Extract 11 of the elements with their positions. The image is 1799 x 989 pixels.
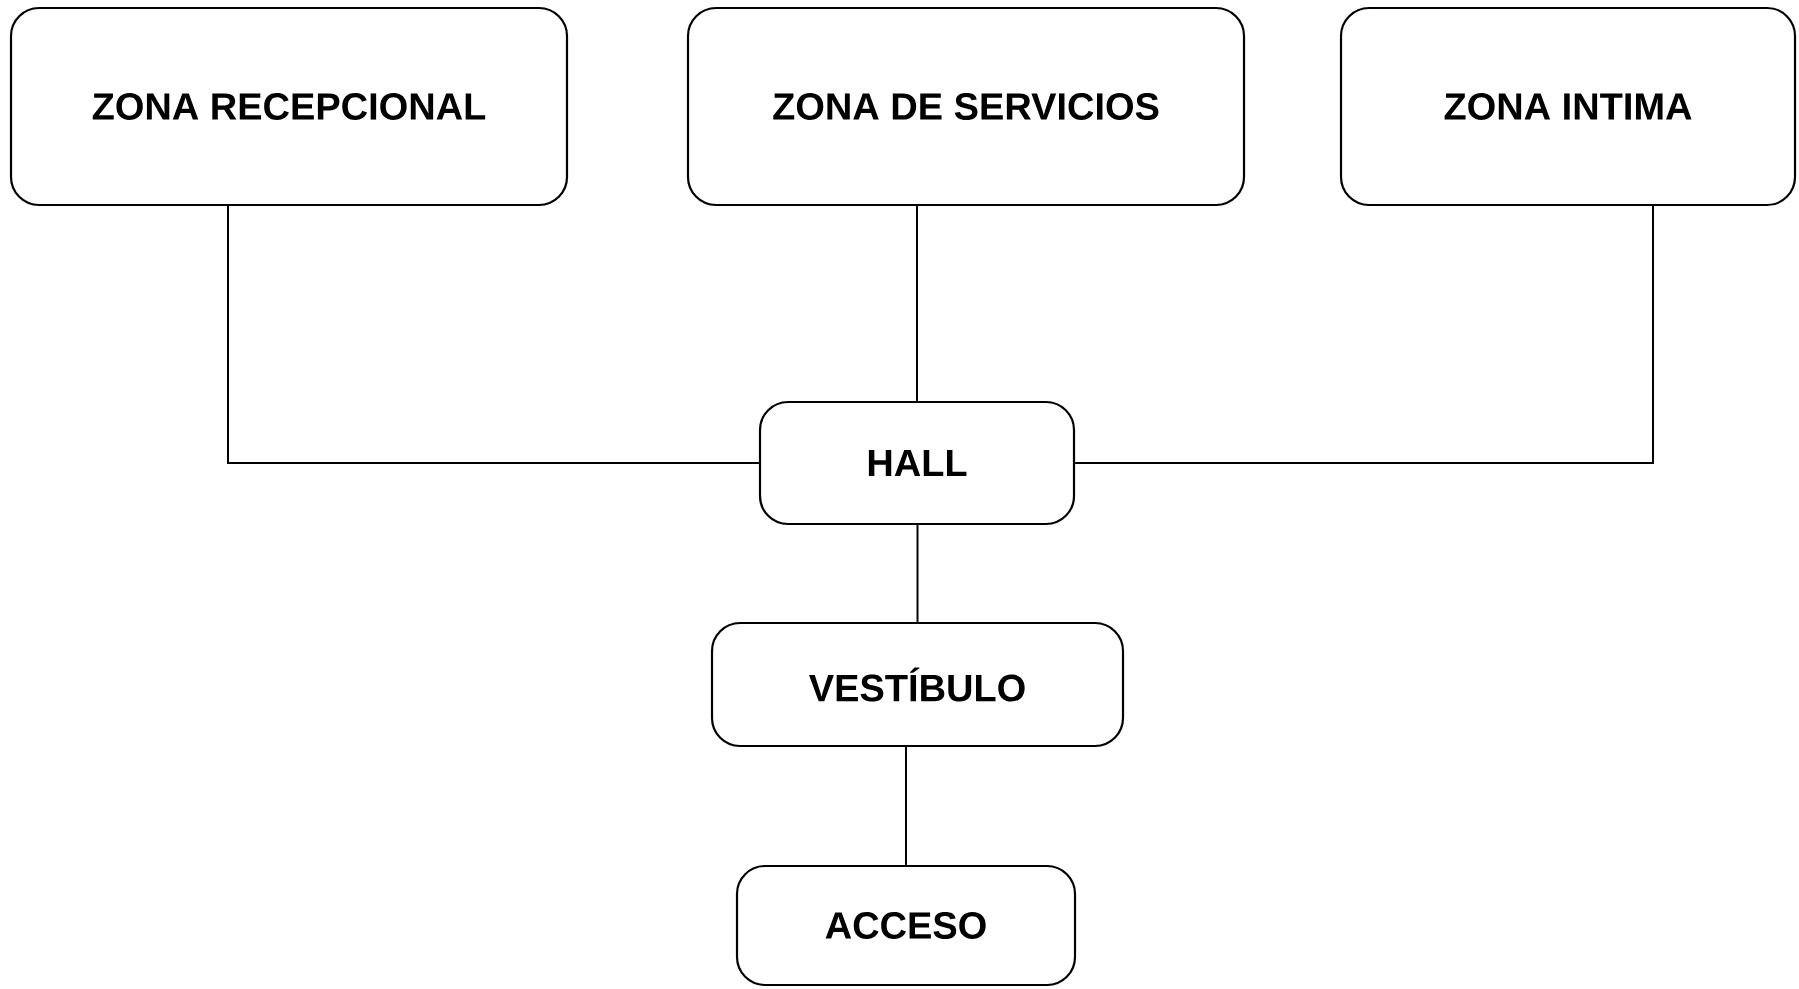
connector-line <box>916 524 919 623</box>
zone-box: ZONA DE SERVICIOS <box>686 6 1246 207</box>
zone-box: VESTÍBULO <box>710 621 1125 748</box>
connector-line <box>916 205 918 402</box>
zone-box: HALL <box>758 400 1076 526</box>
zone-box: ZONA INTIMA <box>1339 6 1797 207</box>
zone-box: ZONA RECEPCIONAL <box>9 6 569 207</box>
connector-line <box>905 746 907 866</box>
connector-line <box>1074 205 1654 464</box>
connector-line <box>227 205 760 464</box>
zone-box: ACCESO <box>735 864 1077 987</box>
